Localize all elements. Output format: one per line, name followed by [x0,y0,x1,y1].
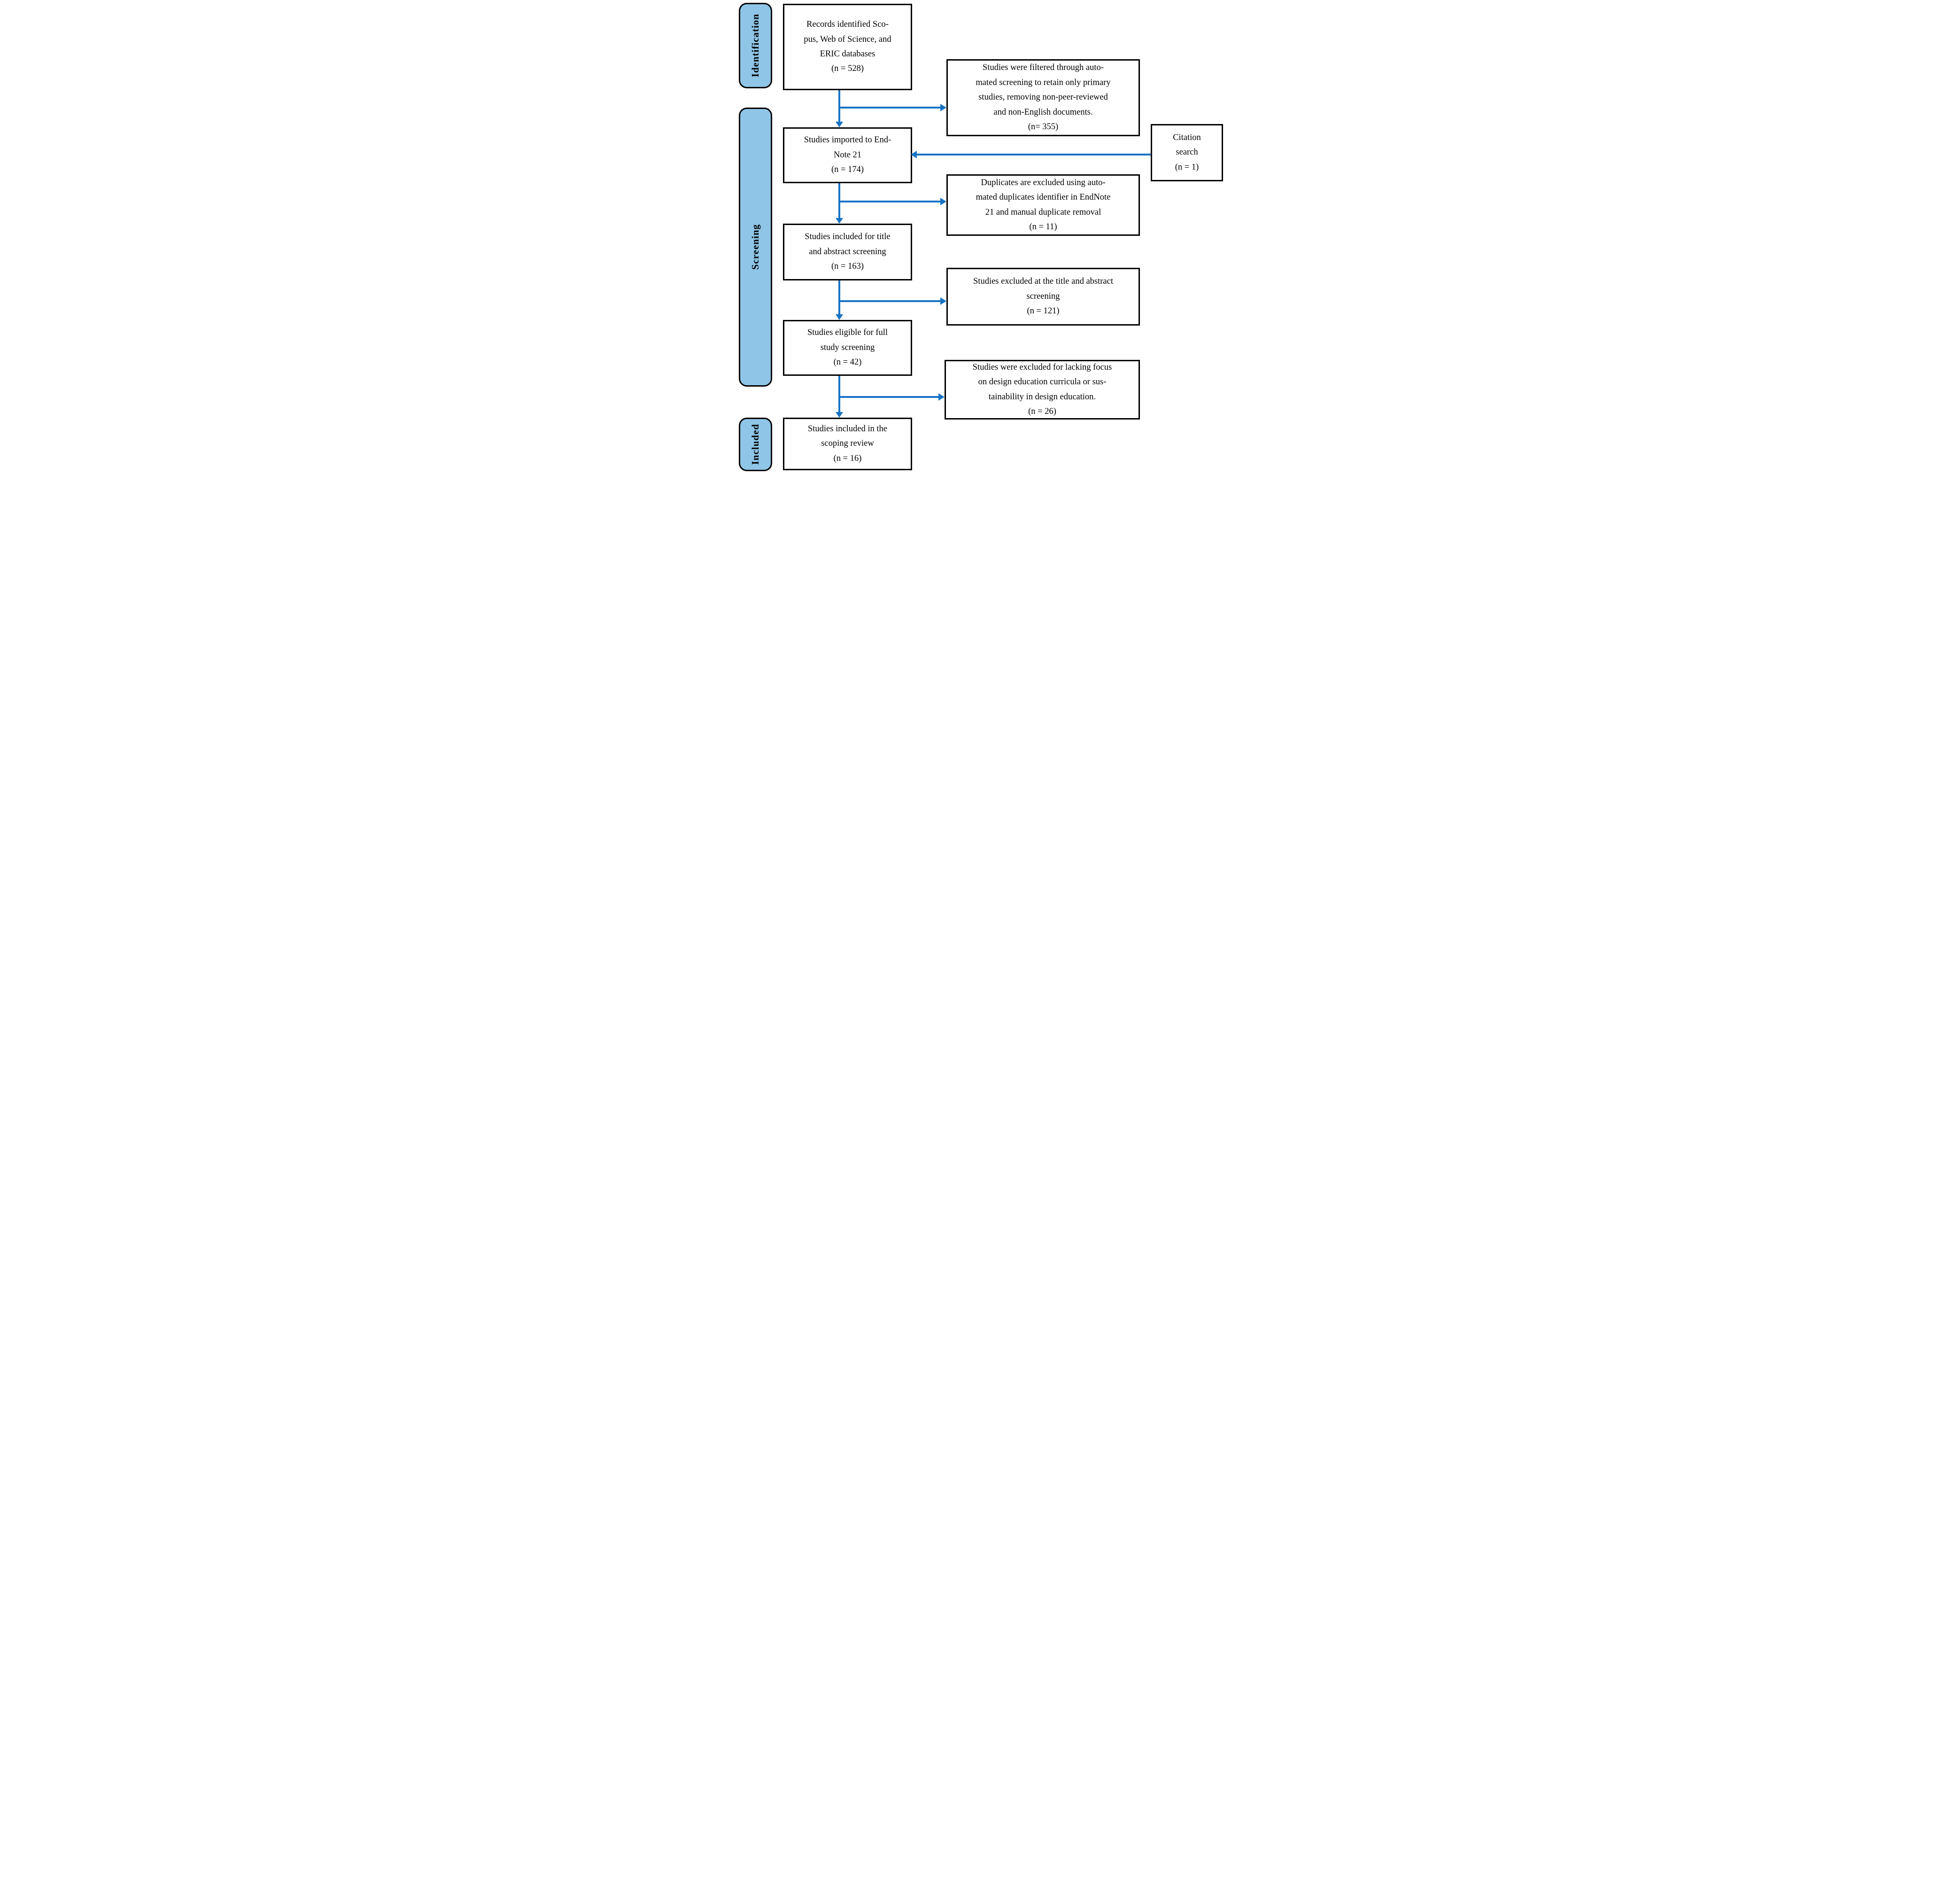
studies-imported-endnote-text: Studies imported to End- Note 21 (n = 17… [804,135,891,175]
included-scoping-review-box: Studies included in the scoping review (… [783,418,912,470]
citation-search-text: Citation search (n = 1) [1173,132,1201,172]
included-scoping-review-text: Studies included in the scoping review (… [807,424,888,463]
automated-filter-exclusion-text: Studies were filtered through auto- mate… [976,63,1111,132]
title-abstract-excluded-box: Studies excluded at the title and abstra… [946,268,1140,326]
arrow-branch-to-duplicates-line [838,201,940,202]
lacking-focus-excluded-box: Studies were excluded for lacking focus … [945,360,1140,420]
duplicates-excluded-text: Duplicates are excluded using auto- mate… [976,178,1111,232]
arrow-records-to-imported-head [836,122,843,127]
lacking-focus-excluded-text: Studies were excluded for lacking focus … [972,362,1112,416]
arrow-title-abstract-to-full-study-head [836,314,843,320]
citation-search-box: Citation search (n = 1) [1151,124,1223,181]
arrow-branch-to-ta-excluded-line [838,300,940,302]
arrow-branch-to-ta-excluded-head [940,297,946,305]
records-identified-text: Records identified Sco- pus, Web of Scie… [804,20,891,74]
stage-label-identification-text: Identification [750,14,761,78]
title-abstract-screening-text: Studies included for title and abstract … [805,232,891,272]
records-identified-box: Records identified Sco- pus, Web of Scie… [783,4,912,90]
arrow-branch-to-lacking-focus-head [938,393,945,401]
prisma-flow-diagram: Identification Screening Included Record… [735,0,1225,472]
stage-label-screening: Screening [739,108,772,387]
stage-label-included-text: Included [750,424,761,465]
arrow-citation-to-imported-line [917,154,1151,155]
full-study-screening-text: Studies eligible for full study screenin… [807,328,888,367]
arrow-branch-to-filtered-head [940,104,946,111]
stage-label-included: Included [739,418,772,471]
arrow-full-study-to-included-head [836,412,843,418]
duplicates-excluded-box: Duplicates are excluded using auto- mate… [946,174,1140,236]
arrow-records-to-imported-line [838,90,840,122]
full-study-screening-box: Studies eligible for full study screenin… [783,320,912,376]
arrow-full-study-to-included-line [838,376,840,412]
title-abstract-excluded-text: Studies excluded at the title and abstra… [973,277,1113,316]
title-abstract-screening-box: Studies included for title and abstract … [783,224,912,280]
studies-imported-endnote-box: Studies imported to End- Note 21 (n = 17… [783,127,912,183]
arrow-imported-to-title-abstract-head [836,218,843,224]
arrow-branch-to-lacking-focus-line [838,396,940,398]
arrow-title-abstract-to-full-study-line [838,280,840,314]
arrow-citation-to-imported-head [911,151,917,158]
stage-label-identification: Identification [739,3,772,88]
automated-filter-exclusion-box: Studies were filtered through auto- mate… [946,59,1140,136]
arrow-branch-to-filtered-line [838,107,940,109]
stage-label-screening-text: Screening [750,224,761,270]
arrow-branch-to-duplicates-head [940,198,946,205]
